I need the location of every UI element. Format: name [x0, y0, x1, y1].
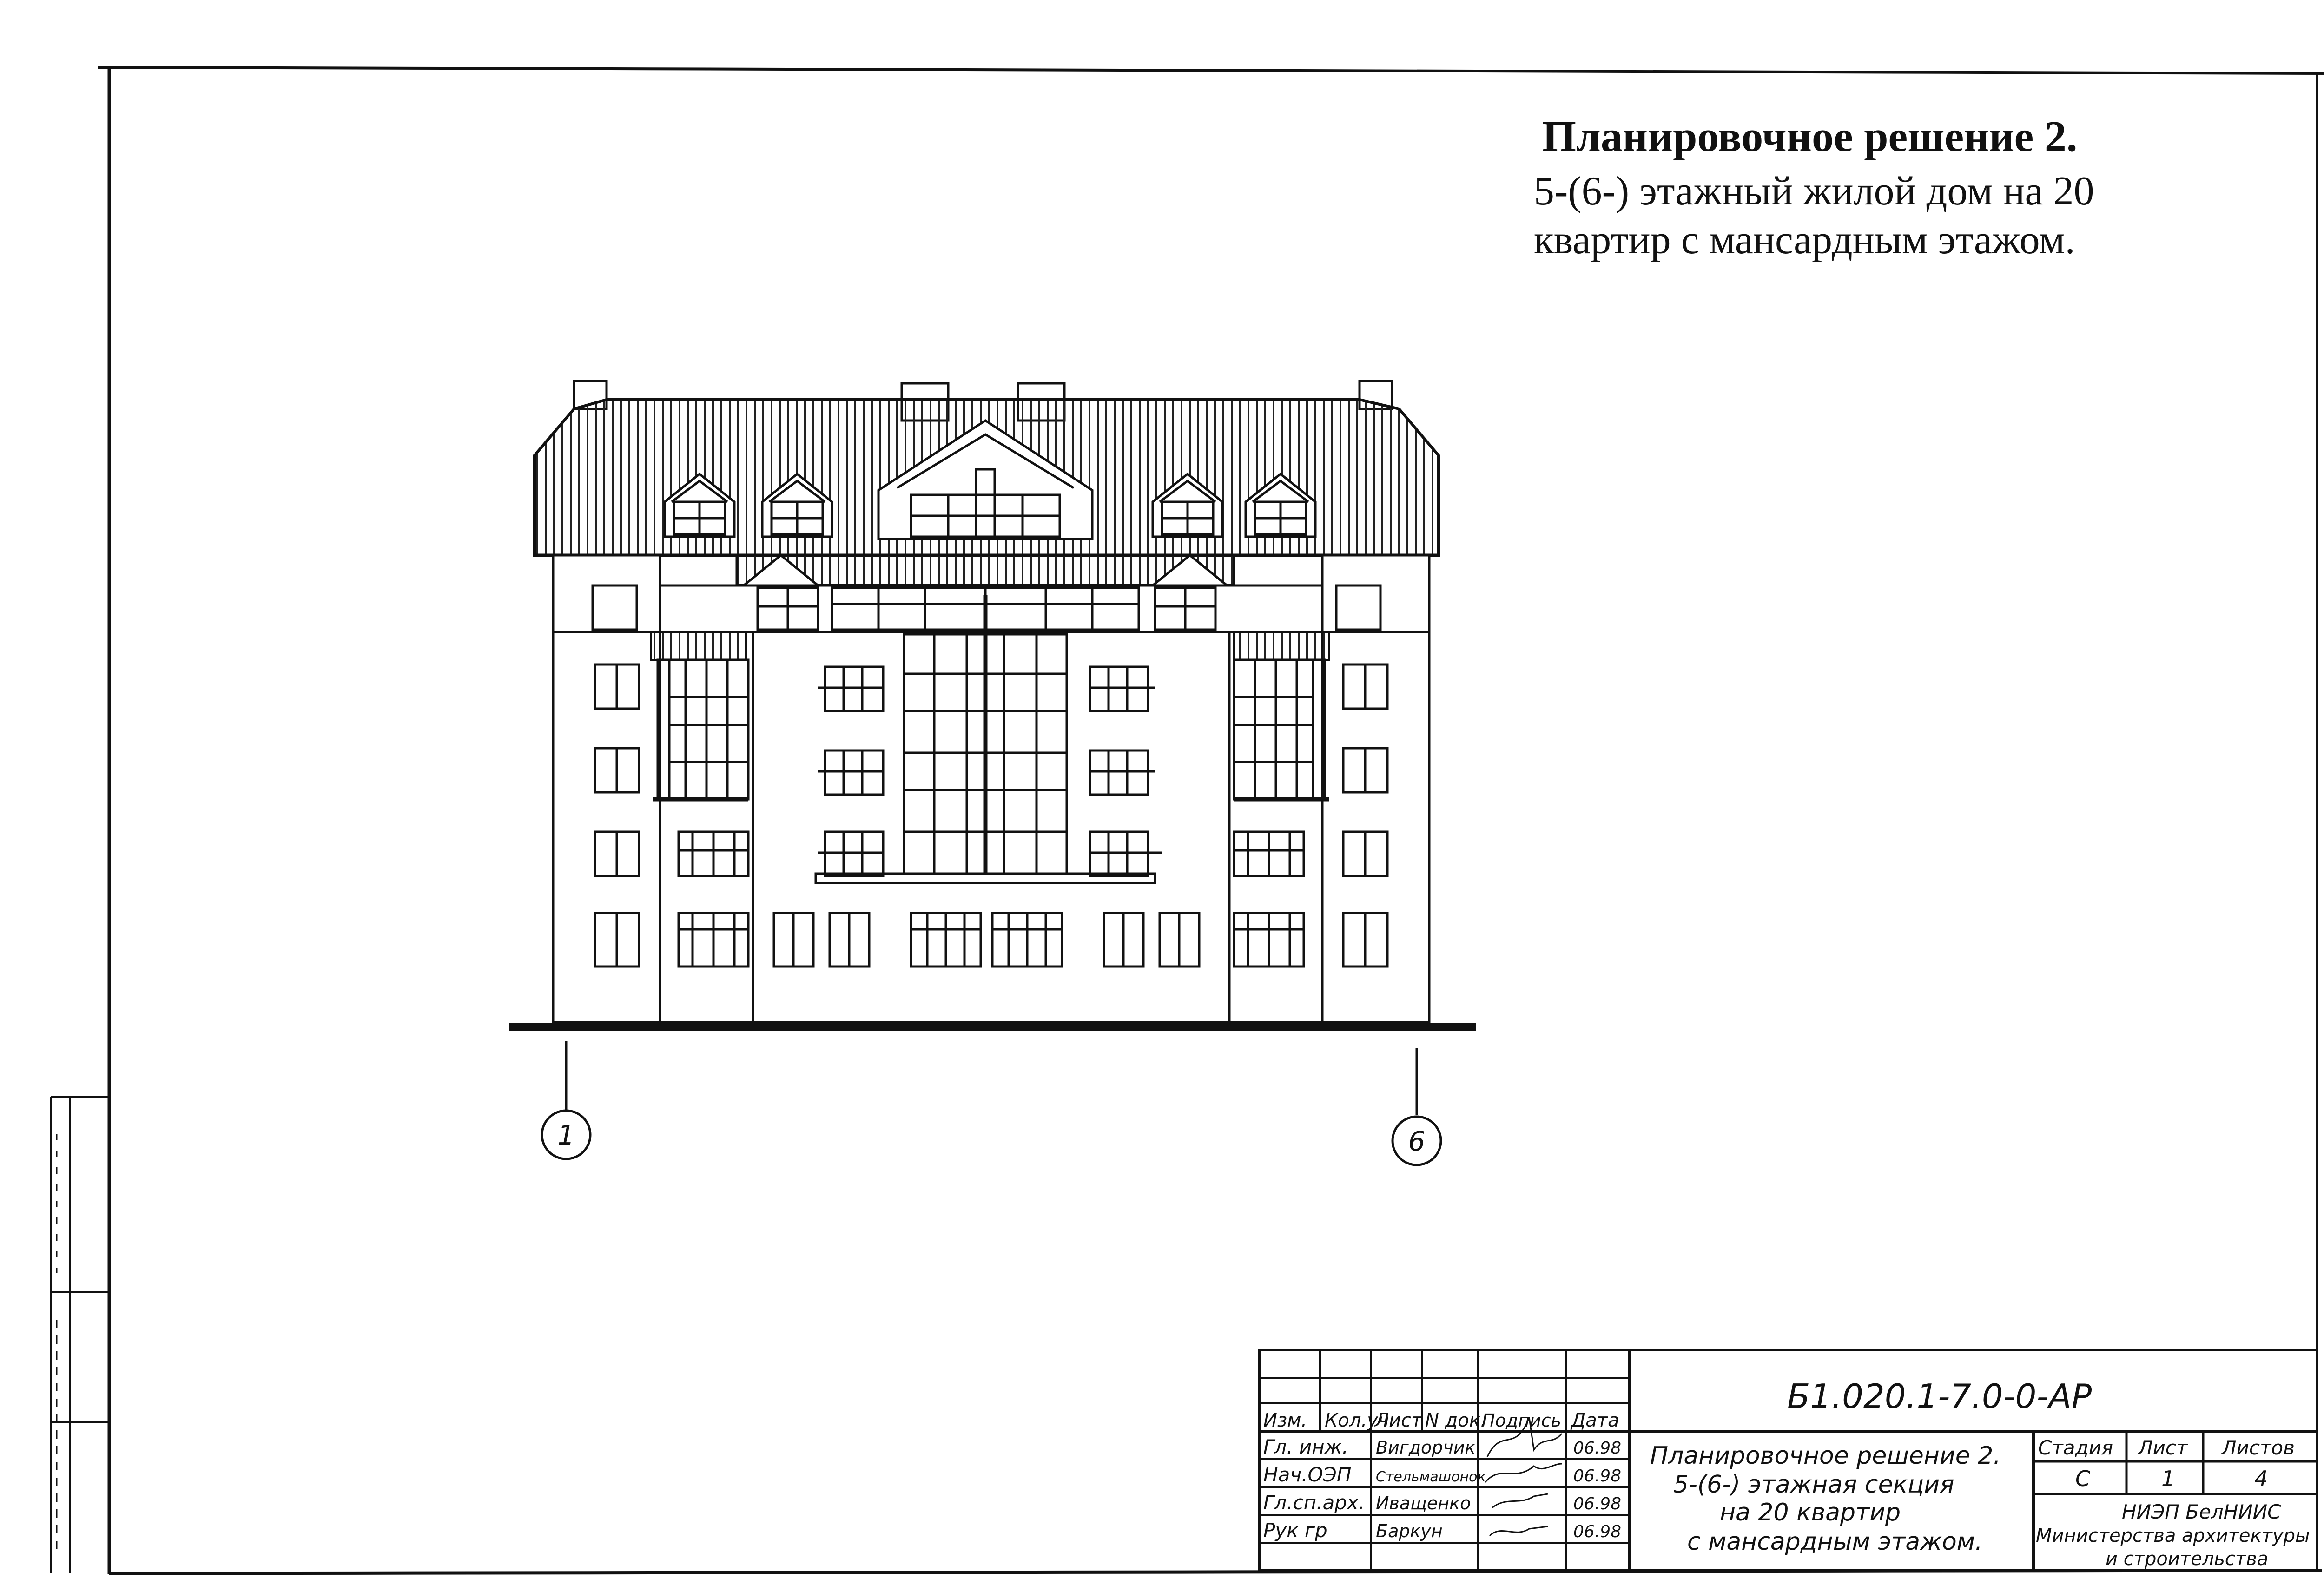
right-loggia — [1233, 658, 1329, 802]
dormer-window — [1244, 472, 1317, 538]
signatory-name: Стельмашонок — [1376, 1469, 1486, 1485]
col-header-ndok: N док. — [1425, 1410, 1486, 1431]
sheet-value: 1 — [2161, 1466, 2175, 1491]
dormers — [663, 419, 1317, 586]
axis-markers — [541, 1041, 1442, 1166]
col-header-izm: Изм. — [1263, 1410, 1307, 1431]
organization-line: НИЭП БелНИИС — [2122, 1500, 2281, 1523]
ground-floor-windows — [677, 912, 1305, 968]
sheet-title: Планировочное решение 2. — [1542, 112, 2077, 161]
axis-bubble-left — [541, 1109, 592, 1160]
signatory-date: 06.98 — [1573, 1494, 1621, 1513]
title-block — [1258, 1349, 2318, 1572]
sheet-subtitle-line1: 5-(6-) этажный жилой дом на 20 — [1534, 169, 2094, 214]
signatory-date: 06.98 — [1573, 1522, 1621, 1541]
sheets-header: Листов — [2221, 1436, 2295, 1459]
signatory-date: 06.98 — [1573, 1439, 1621, 1458]
signatory-role: Гл. инж. — [1263, 1435, 1348, 1458]
facade-walls — [552, 554, 1431, 1024]
stage-header: Стадия — [2038, 1436, 2113, 1459]
building-elevation — [509, 380, 1476, 1031]
title-block-column-headers: Изм. Кол.уч Лист N док. Подпись Дата — [1263, 1410, 1619, 1431]
signatory-row: Гл.сп.арх. Иващенко 06.98 — [1263, 1491, 1621, 1514]
binding-strip — [50, 1096, 109, 1573]
stage-value: С — [2075, 1466, 2090, 1491]
balcony-rails — [650, 631, 1330, 661]
signatory-name: Вигдорчик — [1376, 1437, 1476, 1458]
description-line: на 20 квартир — [1720, 1499, 1901, 1526]
signatory-row: Гл. инж. Вигдорчик 06.98 — [1263, 1435, 1621, 1458]
dormer-window — [761, 472, 833, 538]
description-line: 5-(6-) этажная секция — [1673, 1471, 1954, 1499]
signatory-role: Рук гр — [1263, 1519, 1327, 1542]
tower-windows — [594, 663, 1389, 968]
signatory-role: Гл.сп.арх. — [1263, 1491, 1365, 1514]
stair-curtain-wall — [814, 595, 1156, 884]
sheet-subtitle-line2: квартир с мансардным этажом. — [1534, 217, 2075, 263]
sheet-header: Лист — [2137, 1436, 2188, 1459]
stamp-description: Планировочное решение 2. 5-(6-) этажная … — [1650, 1442, 2001, 1556]
col-header-data: Дата — [1570, 1410, 1619, 1431]
axis-label-left: 1 — [558, 1119, 575, 1151]
description-line: с мансардным этажом. — [1687, 1528, 1983, 1556]
signatory-row: Нач.ОЭП Стельмашонок 06.98 — [1263, 1463, 1621, 1486]
dormer-window — [663, 472, 736, 538]
signatory-date: 06.98 — [1573, 1467, 1621, 1486]
col-header-kolvo: Кол.уч — [1325, 1410, 1389, 1431]
signatory-name: Баркун — [1376, 1521, 1443, 1541]
dormer-window — [1151, 472, 1224, 538]
center-windows — [818, 665, 1162, 877]
axis-bubble-right — [1391, 1115, 1442, 1166]
document-code: Б1.020.1-7.0-0-АР — [1787, 1377, 2092, 1416]
central-dormer — [877, 419, 1094, 540]
organization: НИЭП БелНИИС Министерства архитектуры и … — [2036, 1500, 2310, 1570]
signatory-role: Нач.ОЭП — [1263, 1463, 1351, 1486]
axis-label-right: 6 — [1408, 1125, 1426, 1157]
description-line: Планировочное решение 2. — [1650, 1442, 2001, 1470]
col-header-list: Лист — [1374, 1410, 1423, 1431]
signatory-rows: Гл. инж. Вигдорчик 06.98 Нач.ОЭП Стельма… — [1263, 1435, 1621, 1542]
signatory-row: Рук гр Баркун 06.98 — [1263, 1519, 1621, 1542]
col-header-podpis: Подпись — [1482, 1410, 1561, 1431]
organization-line: Министерства архитектуры — [2036, 1525, 2310, 1546]
sheets-value: 4 — [2254, 1466, 2268, 1491]
wing-windows — [677, 830, 1305, 877]
handwritten-signatures — [1484, 1417, 1563, 1537]
stage-cells: Стадия Лист Листов С 1 4 — [2038, 1436, 2295, 1491]
left-loggia — [653, 658, 750, 802]
signatory-name: Иващенко — [1376, 1493, 1471, 1513]
organization-line: и строительства — [2106, 1548, 2268, 1570]
